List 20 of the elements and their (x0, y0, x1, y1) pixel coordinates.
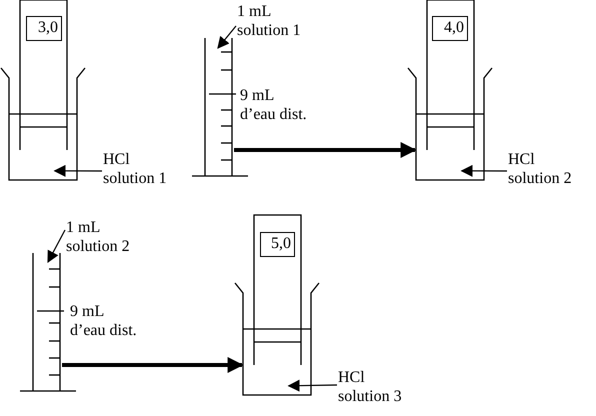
meter-display: 5,0 (260, 232, 295, 257)
arrow (62, 357, 244, 373)
meter-display: 3,0 (26, 16, 62, 41)
beaker-drawing (1, 68, 85, 181)
volume-label: 9 mL d’eau dist. (240, 86, 308, 124)
leader-line (54, 164, 102, 177)
beaker-drawing (235, 283, 319, 396)
callout-label: 1 mL solution 2 (66, 218, 136, 256)
callout-label: HCl solution 3 (338, 368, 408, 406)
callout-label: HCl solution 1 (103, 150, 173, 188)
beaker-drawing (408, 68, 492, 181)
leader-line (47, 230, 66, 264)
leader-line (217, 26, 236, 49)
arrow (234, 142, 417, 158)
callout-label: HCl solution 2 (508, 150, 578, 188)
leader-line (460, 164, 507, 177)
volume-label: 9 mL d’eau dist. (70, 302, 138, 340)
leader-line (288, 380, 338, 392)
callout-label: 1 mL solution 1 (237, 2, 307, 40)
meter-display: 4,0 (432, 16, 468, 41)
